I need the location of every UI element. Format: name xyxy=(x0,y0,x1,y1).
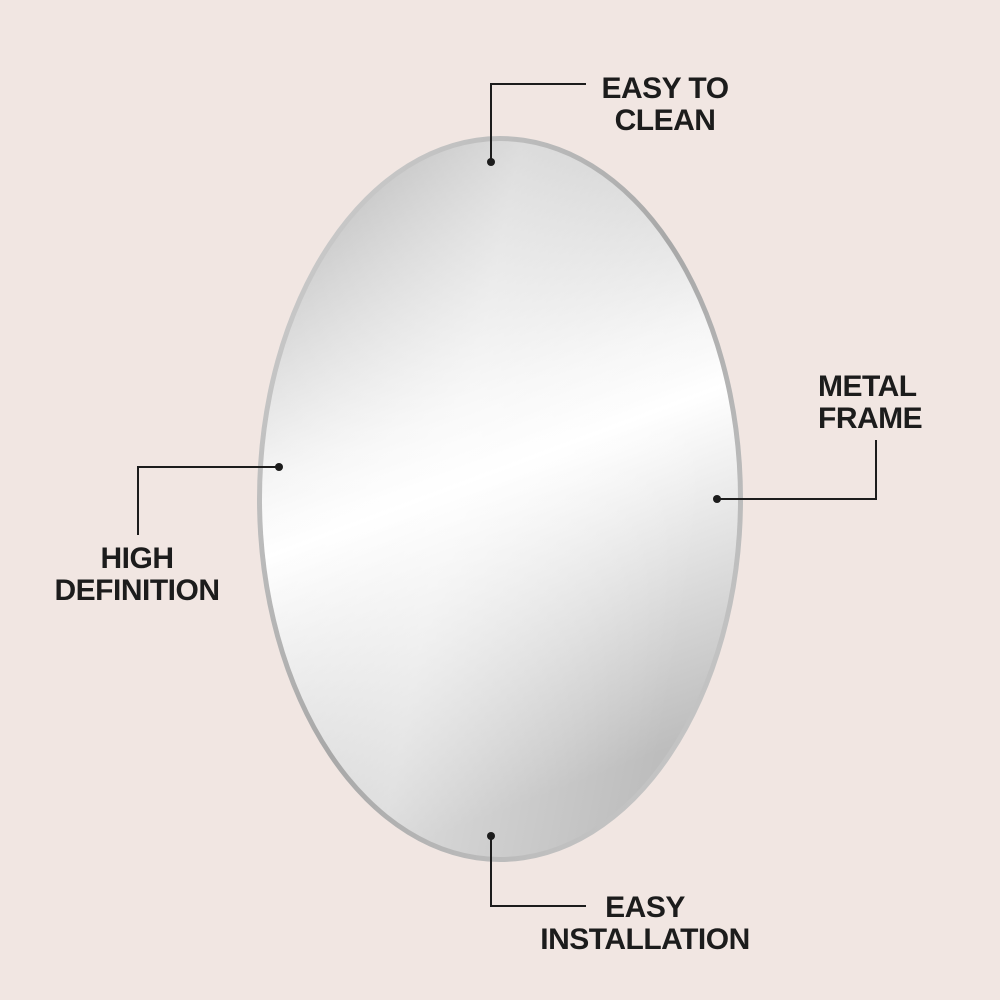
callout-label-line: FRAME xyxy=(818,402,923,435)
callout-dot-bottom xyxy=(487,832,495,840)
callout-label-easy-to-clean: EASY TO CLEAN xyxy=(598,73,732,137)
callout-label-high-definition: HIGH DEFINITION xyxy=(47,543,227,607)
callout-label-line: DEFINITION xyxy=(54,574,221,607)
callout-label-easy-installation: EASY INSTALLATION xyxy=(532,892,758,956)
callout-label-line: INSTALLATION xyxy=(540,923,750,956)
callout-label-metal-frame: METAL FRAME xyxy=(818,371,938,435)
callout-line-top xyxy=(490,83,586,162)
callout-label-line: EASY xyxy=(605,891,685,924)
mirror-reflection xyxy=(262,141,738,857)
callout-line-right xyxy=(717,440,877,500)
callout-dot-left xyxy=(275,463,283,471)
callout-dot-right xyxy=(713,495,721,503)
callout-label-line: METAL xyxy=(818,370,917,403)
callout-dot-top xyxy=(487,158,495,166)
callout-label-line: HIGH xyxy=(100,542,175,575)
callout-line-bottom xyxy=(490,836,586,907)
callout-line-left xyxy=(137,466,279,535)
callout-label-line: CLEAN xyxy=(614,104,716,137)
callout-label-line: EASY TO xyxy=(601,72,729,105)
